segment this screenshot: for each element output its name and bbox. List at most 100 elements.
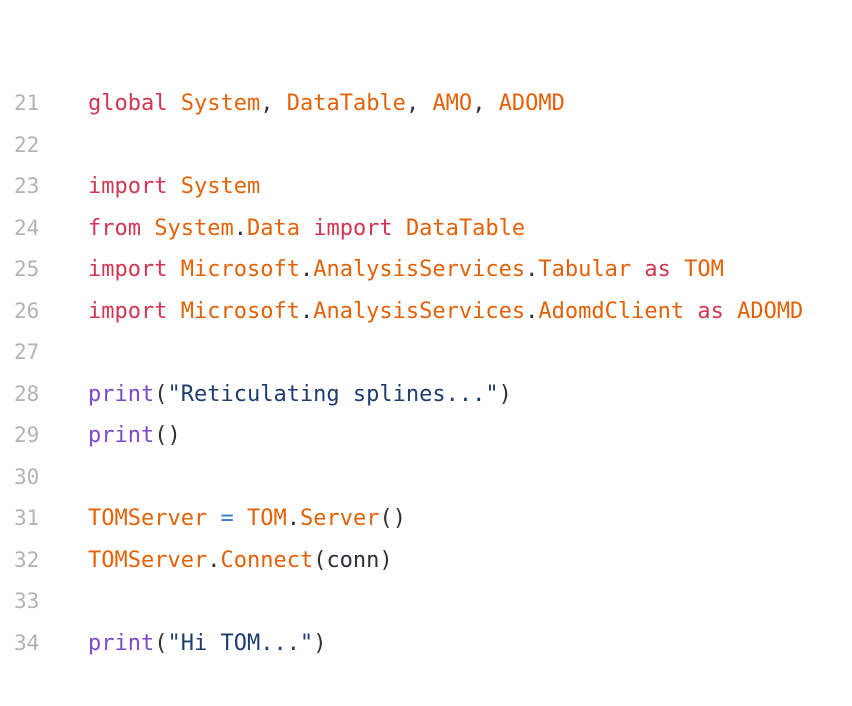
line-number: 26 bbox=[14, 298, 40, 323]
code-token-identifier: Connect bbox=[220, 547, 314, 573]
code-token-punctuation: . bbox=[286, 506, 300, 531]
code-token-plain-text bbox=[167, 91, 180, 116]
code-line: 27 bbox=[0, 332, 852, 374]
code-line: 30 bbox=[0, 457, 852, 499]
code-token-keyword: from bbox=[88, 215, 141, 241]
line-number: 32 bbox=[14, 547, 40, 572]
code-token-keyword: as bbox=[644, 257, 671, 282]
code-text: print() bbox=[88, 415, 852, 457]
code-token-builtin-function: print bbox=[88, 630, 155, 656]
code-token-keyword: import bbox=[88, 298, 168, 324]
code-token-plain-text bbox=[393, 216, 406, 241]
line-number: 22 bbox=[14, 132, 40, 157]
code-token-plain-text: conn bbox=[326, 547, 380, 573]
code-token-plain-text bbox=[207, 506, 220, 531]
code-token-identifier: Microsoft bbox=[180, 298, 300, 324]
code-token-plain-text bbox=[141, 216, 154, 241]
line-number: 34 bbox=[14, 630, 40, 655]
code-line: 25 import Microsoft.AnalysisServices.Tabu… bbox=[0, 249, 852, 291]
line-number: 21 bbox=[14, 91, 40, 115]
code-token-identifier: TOMServer bbox=[88, 547, 208, 573]
code-token-identifier: ADOMD bbox=[498, 91, 565, 116]
code-line: 33 bbox=[0, 581, 852, 623]
code-token-identifier: AdomdClient bbox=[538, 298, 685, 324]
code-text: print("Reticulating splines...") bbox=[88, 374, 852, 416]
code-token-operator: = bbox=[220, 506, 234, 531]
code-token-plain-text bbox=[167, 174, 180, 199]
code-token-builtin-function: print bbox=[88, 381, 155, 407]
code-token-plain-text bbox=[724, 299, 737, 324]
code-token-plain-text bbox=[485, 91, 498, 116]
code-token-identifier: System bbox=[180, 91, 261, 116]
code-token-string: "Hi TOM..." bbox=[167, 630, 314, 656]
code-token-punctuation: . bbox=[525, 298, 539, 324]
line-number: 25 bbox=[14, 257, 40, 281]
code-token-plain-text bbox=[234, 506, 247, 531]
line-number: 24 bbox=[14, 215, 40, 240]
line-number: 23 bbox=[14, 174, 40, 198]
code-token-identifier: Tabular bbox=[538, 257, 632, 282]
code-text: global System, DataTable, AMO, ADOMD bbox=[88, 83, 852, 125]
code-token-string: "Reticulating splines..." bbox=[167, 381, 499, 407]
code-token-keyword: import bbox=[88, 174, 168, 199]
code-token-identifier: System bbox=[154, 215, 234, 241]
line-number: 27 bbox=[14, 340, 40, 364]
code-token-punctuation: ( bbox=[154, 381, 168, 407]
code-token-identifier: TOM bbox=[684, 257, 724, 282]
code-token-punctuation: , bbox=[405, 91, 420, 116]
code-lines: 21 global System, DataTable, AMO, ADOMD 22… bbox=[0, 83, 852, 664]
code-token-plain-text bbox=[273, 91, 286, 116]
code-token-punctuation: ) bbox=[379, 547, 393, 573]
code-token-plain-text bbox=[671, 257, 684, 282]
code-text: import System bbox=[88, 166, 852, 208]
line-number: 31 bbox=[14, 506, 40, 530]
code-token-identifier: AMO bbox=[432, 91, 473, 116]
code-token-punctuation: () bbox=[379, 506, 406, 531]
code-token-punctuation: ( bbox=[154, 630, 168, 656]
code-token-punctuation: ) bbox=[498, 381, 512, 407]
code-token-identifier: System bbox=[180, 174, 261, 199]
code-token-punctuation: , bbox=[260, 91, 274, 116]
code-text: print("Hi TOM...") bbox=[88, 623, 852, 665]
code-line: 34 print("Hi TOM...") bbox=[0, 623, 852, 665]
code-token-plain-text bbox=[419, 91, 432, 116]
code-token-plain-text bbox=[631, 257, 644, 282]
code-token-identifier: TOMServer bbox=[88, 506, 208, 531]
code-token-identifier: DataTable bbox=[286, 91, 406, 116]
code-token-punctuation: ) bbox=[313, 630, 327, 656]
code-token-plain-text bbox=[300, 216, 313, 241]
code-token-plain-text bbox=[167, 257, 180, 282]
code-token-identifier: Server bbox=[299, 506, 380, 531]
code-token-keyword: import bbox=[313, 215, 393, 241]
code-token-identifier: DataTable bbox=[405, 215, 526, 241]
code-text: TOMServer = TOM.Server() bbox=[88, 498, 852, 540]
code-line: 28 print("Reticulating splines...") bbox=[0, 374, 852, 416]
code-token-identifier: TOM bbox=[246, 506, 287, 531]
line-number: 28 bbox=[14, 381, 40, 406]
code-token-builtin-function: print bbox=[88, 423, 155, 448]
code-token-plain-text bbox=[684, 299, 697, 324]
code-line: 32 TOMServer.Connect(conn) bbox=[0, 540, 852, 582]
code-token-plain-text bbox=[167, 299, 180, 324]
code-token-punctuation: . bbox=[299, 298, 314, 324]
code-token-identifier: ADOMD bbox=[737, 298, 804, 324]
code-token-identifier: AnalysisServices bbox=[313, 298, 526, 324]
code-token-punctuation: ( bbox=[313, 547, 327, 573]
code-line: 24 from System.Data import DataTable bbox=[0, 208, 852, 250]
line-number: 29 bbox=[14, 423, 40, 447]
code-line: 22 bbox=[0, 125, 852, 167]
code-text: import Microsoft.AnalysisServices.Tabula… bbox=[88, 249, 852, 291]
code-text: import Microsoft.AnalysisServices.AdomdC… bbox=[88, 291, 852, 333]
code-token-keyword: as bbox=[697, 298, 724, 324]
code-token-identifier: Microsoft bbox=[180, 257, 300, 282]
code-line: 23 import System bbox=[0, 166, 852, 208]
line-number: 30 bbox=[14, 464, 40, 489]
code-text: from System.Data import DataTable bbox=[88, 208, 852, 250]
code-token-punctuation: () bbox=[154, 423, 181, 448]
code-token-identifier: AnalysisServices bbox=[313, 257, 526, 282]
code-token-identifier: Data bbox=[246, 215, 300, 241]
code-token-punctuation: . bbox=[207, 547, 221, 573]
code-token-keyword: global bbox=[88, 91, 168, 116]
